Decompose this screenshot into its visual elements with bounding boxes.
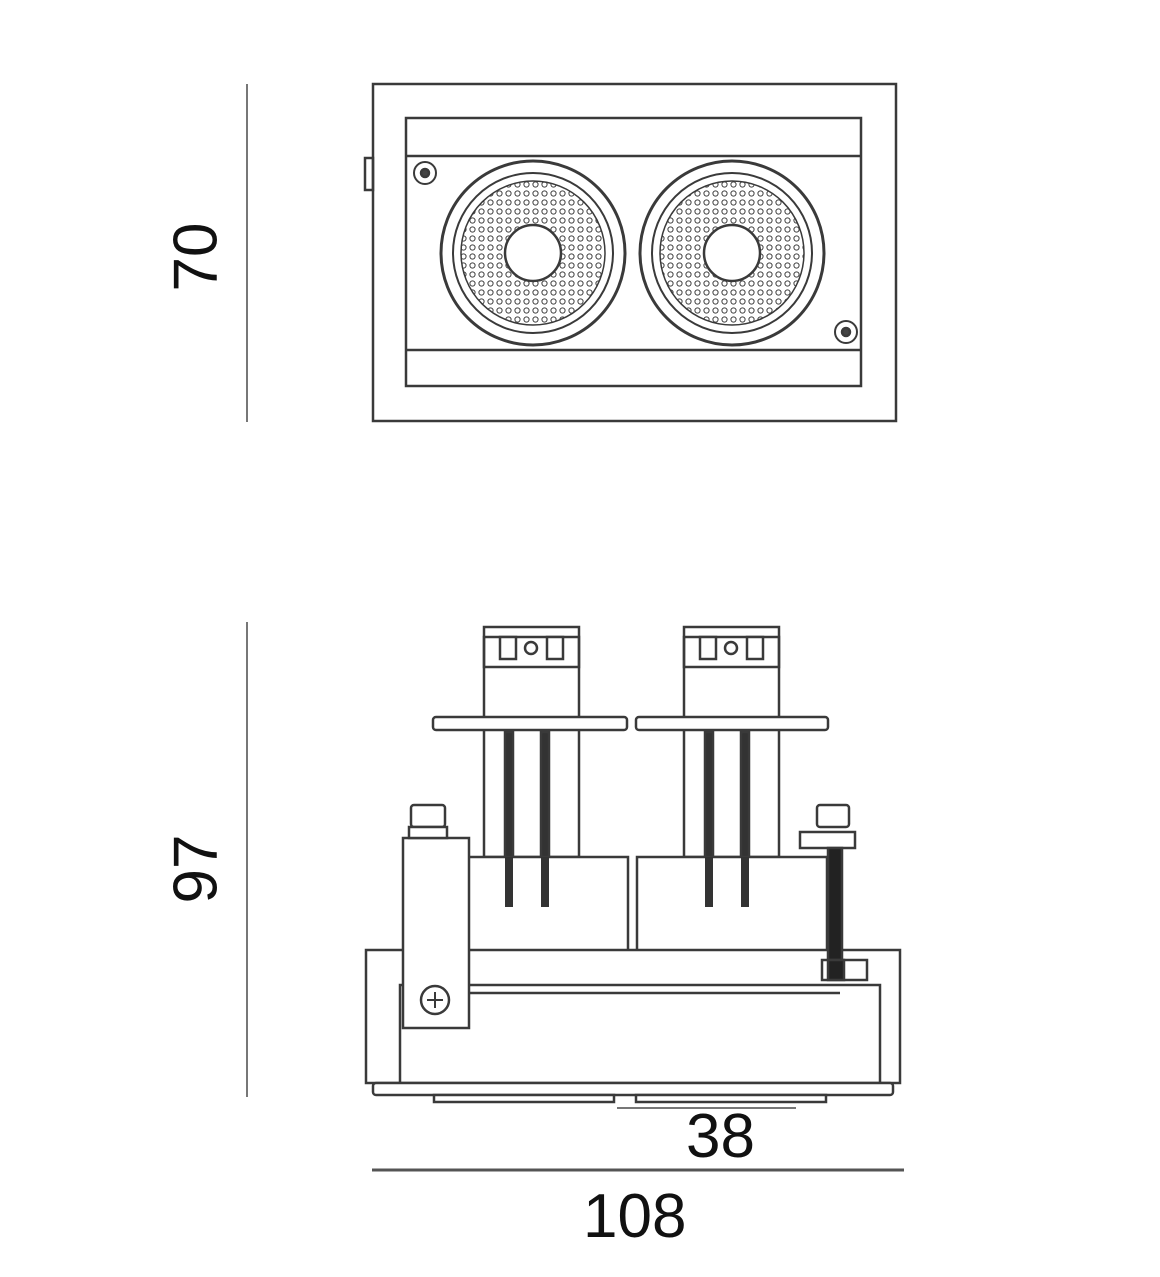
- side-tab: [363, 156, 375, 192]
- mounting-bar-left: [431, 715, 629, 732]
- spring-clip-left: [401, 803, 471, 1030]
- screw-top-left-icon: [413, 161, 437, 185]
- dimension-label-front-height: 70: [161, 222, 231, 292]
- lens-left: [439, 159, 627, 347]
- spring-bolt-right: [798, 803, 869, 982]
- screw-bottom-right-icon: [834, 320, 858, 344]
- lens-right: [638, 159, 826, 347]
- lamp-head-right: [682, 625, 781, 909]
- outer-trim: [371, 82, 898, 423]
- dimension-label-side-height: 97: [161, 834, 231, 904]
- mounting-bar-right: [634, 715, 830, 732]
- inner-frame: [404, 116, 863, 388]
- dimension-label-overall-width: 108: [583, 1182, 687, 1251]
- dimension-label-module-width: 38: [686, 1102, 755, 1171]
- side-view: [364, 625, 902, 1104]
- screw-side-left-icon: [419, 984, 451, 1016]
- trim-plate: [371, 1081, 895, 1097]
- front-view: [363, 82, 898, 423]
